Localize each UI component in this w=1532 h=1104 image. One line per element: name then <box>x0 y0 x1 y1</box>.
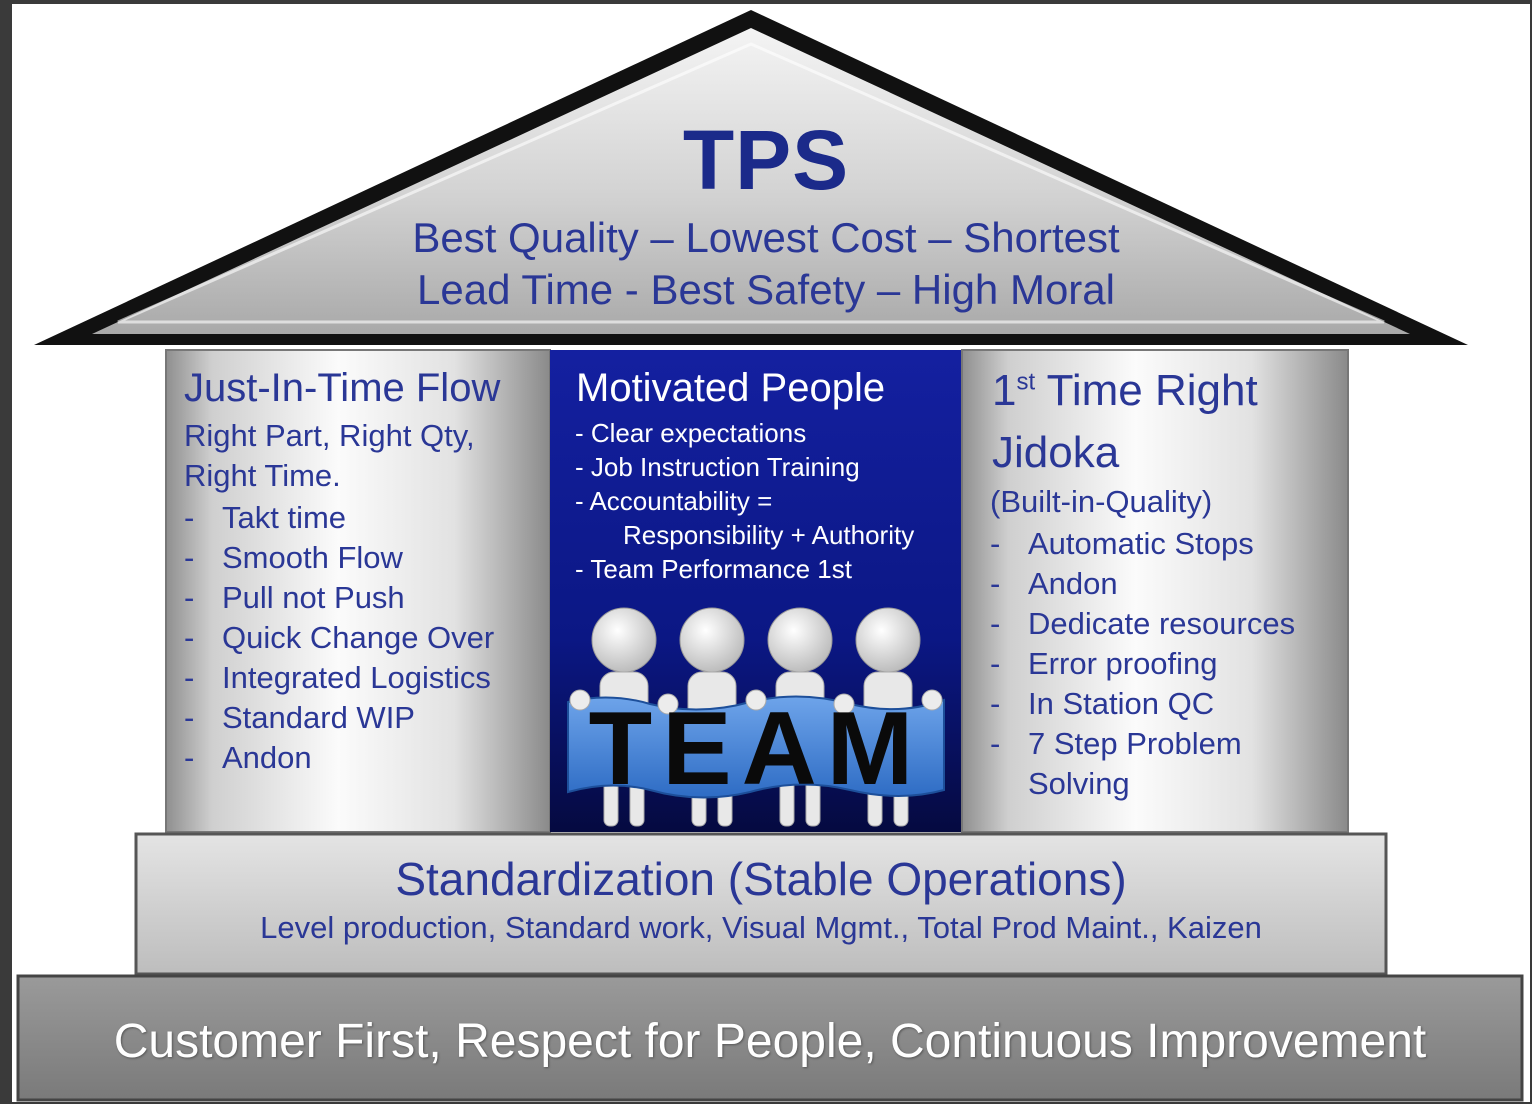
bullet-text: Pull not Push <box>222 580 405 615</box>
bullet-text: Integrated Logistics <box>222 660 491 695</box>
dash-marker: - <box>184 740 195 775</box>
list-item: Responsibility + Authority <box>623 520 915 550</box>
team-hands <box>569 689 943 715</box>
right-pillar-heading: 1st Time Right <box>992 366 1258 416</box>
bullet-text: Andon <box>1028 566 1118 601</box>
list-item: -Quick Change Over <box>184 618 495 658</box>
bullet-text: Dedicate resources <box>1028 606 1296 641</box>
team-banner-text: TEAM <box>588 691 924 807</box>
list-item: -Andon <box>990 564 1295 604</box>
standardization-base <box>134 832 1388 976</box>
list-item: -Takt time <box>184 498 494 538</box>
list-item: -Dedicate resources <box>990 604 1296 644</box>
left-pillar-bullets: -Takt time -Smooth Flow -Pull not Push -… <box>184 498 495 778</box>
bullet-text: 7 Step Problem <box>1028 726 1242 761</box>
bullet-text: In Station QC <box>1028 686 1215 721</box>
list-item: -Standard WIP <box>184 698 494 738</box>
left-pillar <box>165 349 551 833</box>
roof-face <box>92 28 1410 334</box>
list-item: -Pull not Push <box>184 578 494 618</box>
bullet-text: Solving <box>1028 766 1130 801</box>
right-pillar-heading-number: 1 <box>992 366 1017 415</box>
center-pillar-heading: Motivated People <box>576 366 886 410</box>
bullet-text: Quick Change Over <box>222 620 495 655</box>
list-item: Solving <box>1028 764 1295 804</box>
list-item: -Andon <box>184 738 494 778</box>
center-pillar-lines: - Clear expectations - Job Instruction T… <box>575 416 914 586</box>
bullet-text: Standard WIP <box>222 700 415 735</box>
dash-marker: - <box>990 726 1001 761</box>
dash-marker: - <box>990 566 1001 601</box>
right-pillar-heading-2: Jidoka <box>992 428 1120 477</box>
list-item: - Clear expectations <box>575 418 807 448</box>
dash-marker: - <box>990 686 1001 721</box>
list-item: -Integrated Logistics <box>184 658 494 698</box>
roof-goals-line-2: Lead Time - Best Safety – High Moral <box>417 266 1115 313</box>
list-item: -In Station QC <box>990 684 1295 724</box>
right-pillar-bullets: -Automatic Stops -Andon -Dedicate resour… <box>990 524 1296 804</box>
roof-goals-line-1: Best Quality – Lowest Cost – Shortest <box>412 214 1120 261</box>
dash-marker: - <box>990 526 1001 561</box>
bullet-text: Takt time <box>222 500 347 535</box>
list-item: -7 Step Problem <box>990 724 1295 764</box>
dash-marker: - <box>184 700 195 735</box>
standardization-subtitle: Level production, Standard work, Visual … <box>260 910 1262 945</box>
list-item: - Job Instruction Training <box>575 452 860 482</box>
team-banner <box>567 695 945 799</box>
dash-marker: - <box>184 660 195 695</box>
dash-marker: - <box>990 606 1001 641</box>
list-item: - Accountability = <box>575 486 773 516</box>
standardization-title: Standardization (Stable Operations) <box>395 853 1127 905</box>
dash-marker: - <box>184 620 195 655</box>
right-pillar-heading-ordinal: st <box>1016 368 1036 396</box>
list-item: -Automatic Stops <box>990 524 1295 564</box>
bullet-text: Andon <box>222 740 312 775</box>
bullet-text: Error proofing <box>1028 646 1218 681</box>
right-pillar <box>961 349 1349 833</box>
roof-inner-bevel <box>117 42 1385 324</box>
dash-marker: - <box>990 646 1001 681</box>
list-item: -Error proofing <box>990 644 1295 684</box>
right-pillar-subtitle: (Built-in-Quality) <box>990 484 1213 519</box>
dash-marker: - <box>184 580 195 615</box>
roof-title: TPS <box>682 113 850 207</box>
foundation-slab <box>16 974 1524 1102</box>
dash-marker: - <box>184 500 195 535</box>
bullet-text: Smooth Flow <box>222 540 403 575</box>
left-pillar-subtitle-1: Right Part, Right Qty, <box>184 418 475 453</box>
right-pillar-heading-text: Time Right <box>1046 366 1258 415</box>
bullet-text: Automatic Stops <box>1028 526 1254 561</box>
list-item: -Smooth Flow <box>184 538 494 578</box>
dash-marker: - <box>184 540 195 575</box>
left-pillar-subtitle-2: Right Time. <box>184 458 341 493</box>
foundation-text: Customer First, Respect for People, Cont… <box>113 1015 1427 1068</box>
list-item: - Team Performance 1st <box>575 554 852 584</box>
left-pillar-heading: Just-In-Time Flow <box>184 366 501 410</box>
